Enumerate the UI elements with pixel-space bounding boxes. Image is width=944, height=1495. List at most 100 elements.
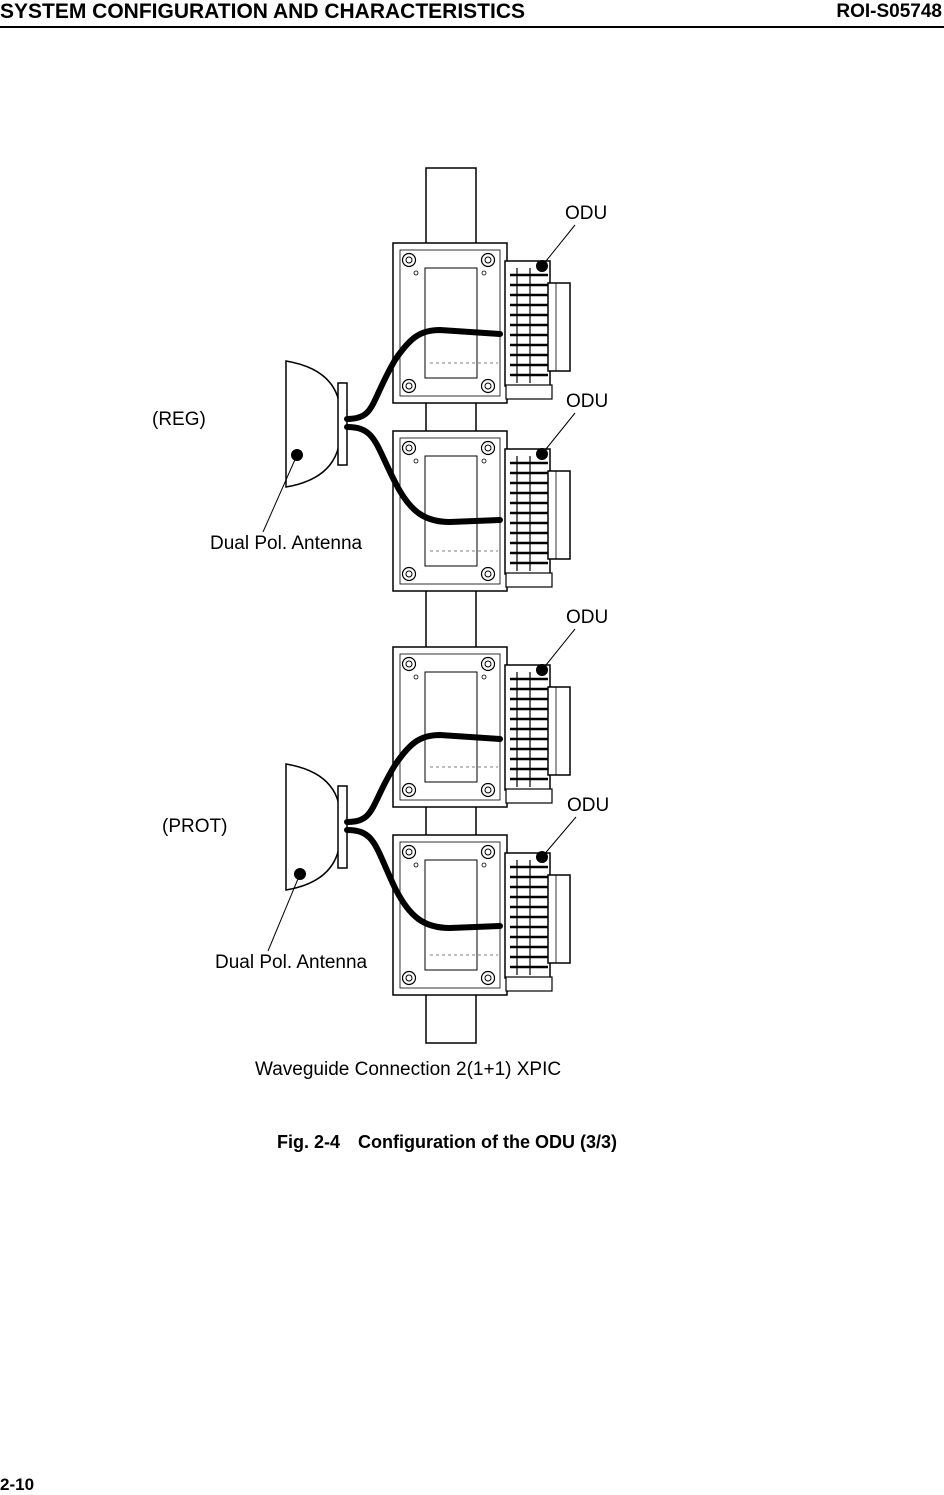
bracket-inner	[399, 437, 501, 585]
screw-hole	[413, 458, 419, 464]
odu-label-1: ODU	[565, 203, 608, 224]
antenna-leader-line	[267, 873, 301, 952]
bolt	[401, 844, 417, 860]
bolt	[480, 782, 496, 798]
bolt	[480, 844, 496, 860]
odu-label-4: ODU	[567, 795, 610, 816]
screw-hole	[481, 270, 487, 276]
odu-leader-line	[541, 628, 576, 671]
odu-unit	[392, 412, 576, 592]
odu-unit	[392, 628, 576, 808]
bolt-center	[405, 444, 413, 452]
bolt-center	[484, 786, 492, 794]
bolt	[480, 566, 496, 582]
bolt	[401, 440, 417, 456]
bolt	[401, 566, 417, 582]
bolt-center	[405, 382, 413, 390]
bolt-center	[484, 660, 492, 668]
antenna-label-reg: Dual Pol. Antenna	[210, 533, 363, 554]
odu-foot	[505, 384, 553, 400]
bolt	[480, 440, 496, 456]
antenna-mount-plate	[337, 382, 348, 466]
odu-foot	[505, 572, 553, 588]
odu-body	[504, 664, 551, 791]
document-id: ROI-S05748	[836, 1, 942, 22]
bolt	[401, 782, 417, 798]
odu-front-face	[547, 874, 571, 964]
antennas	[262, 326, 503, 952]
odu-foot	[505, 976, 553, 992]
page-number: 2-10	[0, 1475, 35, 1494]
waveguide-cable-lower	[344, 827, 503, 932]
screw-hole	[413, 270, 419, 276]
screw-hole	[481, 458, 487, 464]
odu-body	[504, 448, 551, 575]
odu-foot	[505, 788, 553, 804]
bracket-inner	[399, 653, 501, 801]
prot-label: (PROT)	[162, 816, 228, 837]
bolt	[401, 252, 417, 268]
bolt-center	[484, 974, 492, 982]
bolt	[480, 970, 496, 986]
bolt-center	[484, 444, 492, 452]
screw-hole	[413, 674, 419, 680]
bolt-center	[405, 256, 413, 264]
bracket-window	[424, 671, 478, 783]
odu-unit	[392, 224, 576, 404]
bolt	[401, 970, 417, 986]
figure-title: Configuration of the ODU (3/3)	[358, 1132, 617, 1152]
odu-leader-line	[541, 224, 576, 267]
screw-hole	[481, 862, 487, 868]
bolt	[480, 656, 496, 672]
bolt-center	[484, 256, 492, 264]
odu-unit	[392, 816, 577, 996]
odu-units	[392, 224, 577, 996]
odu-body	[504, 852, 551, 979]
odu-leader-dot	[536, 851, 548, 863]
bracket-window	[424, 455, 478, 567]
waveguide-cable-upper	[344, 731, 503, 825]
antenna-dish	[285, 360, 342, 488]
bolt-center	[405, 848, 413, 856]
bolt	[401, 378, 417, 394]
screw-hole	[413, 862, 419, 868]
dual-pol-antenna	[267, 731, 503, 952]
odu-front-face	[547, 686, 571, 776]
bolt-center	[405, 786, 413, 794]
bolt-center	[405, 570, 413, 578]
odu-leader-dot	[536, 448, 548, 460]
bracket-window	[424, 267, 478, 379]
figure-number: Fig. 2-4	[277, 1132, 341, 1152]
bolt	[480, 378, 496, 394]
connection-label: Waveguide Connection 2(1+1) XPIC	[255, 1059, 562, 1080]
bracket-window	[424, 859, 478, 971]
waveguide-cable-upper	[344, 326, 503, 422]
odu-leader-line	[541, 816, 577, 858]
odu-leader-dot	[536, 260, 548, 272]
odu-front-face	[547, 470, 571, 560]
odu-body	[504, 260, 551, 387]
odu-front-face	[547, 282, 571, 372]
bolt	[480, 252, 496, 268]
figure-caption: Fig. 2-4 Configuration of the ODU (3/3)	[277, 1132, 617, 1153]
header-rule	[0, 26, 944, 28]
antenna-leader-line	[262, 454, 298, 533]
bolt-center	[484, 382, 492, 390]
odu-label-2: ODU	[566, 391, 609, 412]
odu-leader-dot	[536, 664, 548, 676]
screw-hole	[481, 674, 487, 680]
odu-label-3: ODU	[566, 607, 609, 628]
bolt-center	[484, 848, 492, 856]
antenna-label-prot: Dual Pol. Antenna	[215, 952, 368, 973]
bracket-inner	[399, 841, 501, 989]
bolt-center	[484, 570, 492, 578]
reg-label: (REG)	[152, 409, 206, 430]
bolt	[401, 656, 417, 672]
bolt-center	[405, 974, 413, 982]
dual-pol-antenna	[262, 326, 503, 533]
antenna-mount-plate	[337, 785, 348, 869]
waveguide-cable-lower	[344, 424, 503, 526]
antenna-dish	[285, 763, 342, 891]
bracket-inner	[399, 249, 501, 397]
